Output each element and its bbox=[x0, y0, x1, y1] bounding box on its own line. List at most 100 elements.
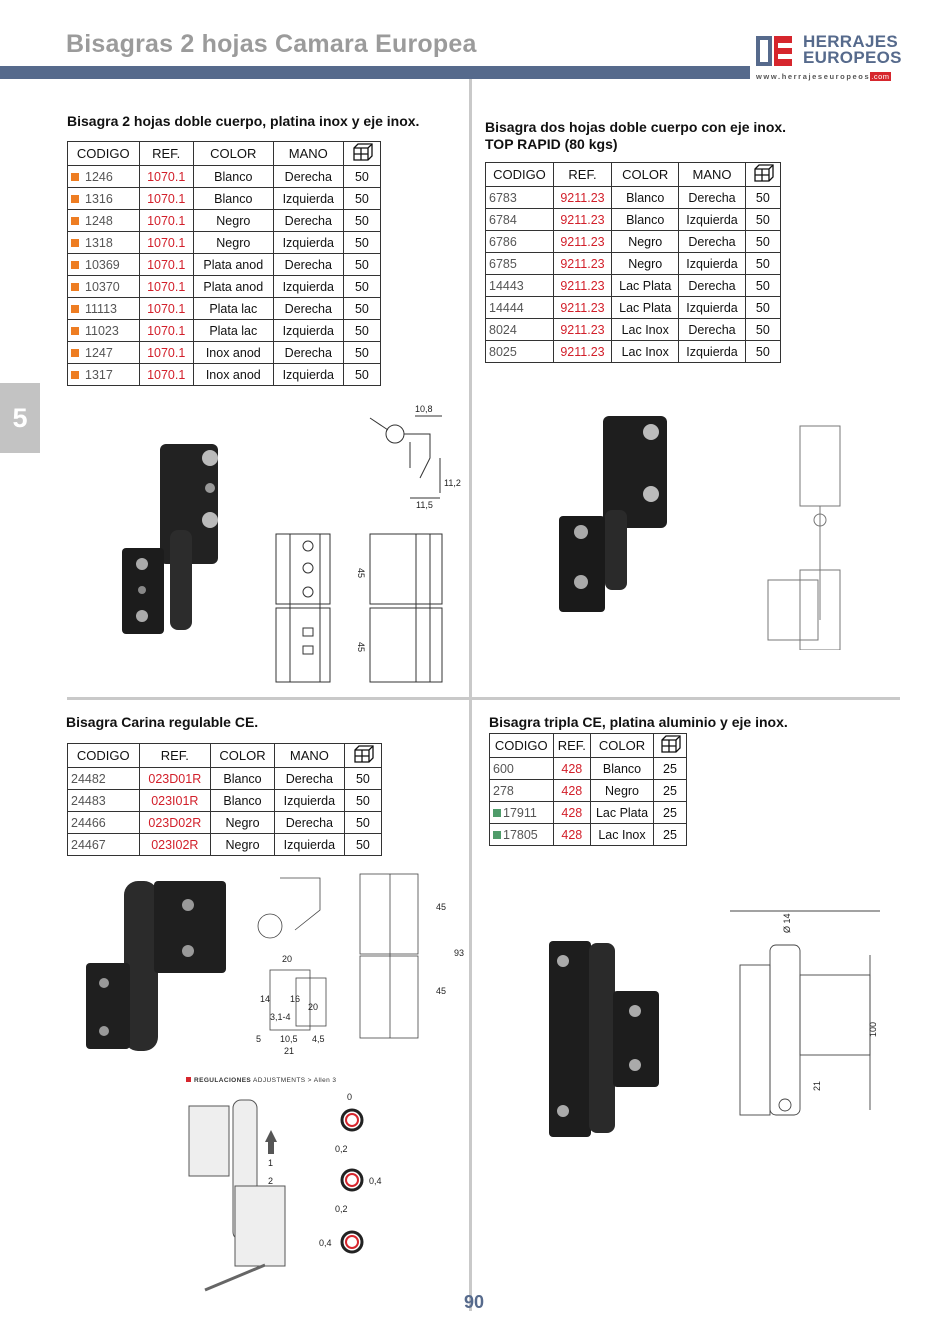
code-cell: 14443 bbox=[485, 274, 554, 297]
code-cell: 11023 bbox=[67, 319, 140, 342]
adjust-value: 0 bbox=[347, 1092, 352, 1102]
adjust-value: 0,4 bbox=[369, 1176, 382, 1186]
color-cell: Lac Plata bbox=[611, 274, 680, 297]
marker-square bbox=[493, 831, 501, 840]
code-cell: 6784 bbox=[485, 208, 554, 231]
logo-mark-icon bbox=[756, 36, 792, 66]
color-cell: Negro bbox=[611, 252, 680, 275]
hand-cell: Derecha bbox=[272, 209, 344, 232]
color-cell: Blanco bbox=[611, 208, 680, 231]
column-header: MANO bbox=[678, 162, 746, 187]
code-cell: 1316 bbox=[67, 187, 140, 210]
header-bar bbox=[0, 66, 750, 79]
adjust-value: 0,4 bbox=[319, 1238, 332, 1248]
hand-cell: Izquierda bbox=[272, 319, 344, 342]
hand-cell: Derecha bbox=[272, 341, 344, 364]
qty-cell: 50 bbox=[343, 833, 383, 856]
hand-cell: Derecha bbox=[272, 253, 344, 276]
dim-label: 45 bbox=[356, 642, 366, 652]
dim-label: 16 bbox=[290, 994, 300, 1004]
color-cell: Inox anod bbox=[192, 363, 274, 386]
color-cell: Plata anod bbox=[192, 253, 274, 276]
dim-label: 21 bbox=[284, 1046, 294, 1056]
marker-square bbox=[71, 349, 79, 358]
dim-label: Ø 14 bbox=[782, 913, 792, 933]
column-header: CODIGO bbox=[67, 141, 140, 166]
color-cell: Negro bbox=[210, 833, 275, 856]
qty-cell: 25 bbox=[652, 779, 688, 802]
marker-square bbox=[71, 305, 79, 314]
color-cell: Lac Inox bbox=[611, 340, 680, 363]
pack-quantity-header bbox=[342, 141, 382, 166]
column-header: CODIGO bbox=[489, 733, 554, 758]
package-boxes-icon bbox=[661, 735, 681, 753]
color-cell: Blanco bbox=[210, 789, 275, 812]
section-title: Bisagra dos hojas doble cuerpo con eje i… bbox=[485, 119, 787, 152]
code-cell: 24467 bbox=[67, 833, 140, 856]
row-divider bbox=[67, 697, 900, 700]
ref-cell: 023I02R bbox=[138, 833, 212, 856]
adjust-value: 0,2 bbox=[335, 1204, 348, 1214]
hinge-photo-black bbox=[122, 444, 218, 634]
code-cell: 8024 bbox=[485, 318, 554, 341]
code-cell: 6785 bbox=[485, 252, 554, 275]
qty-cell: 50 bbox=[342, 319, 382, 342]
color-cell: Blanco bbox=[210, 767, 275, 790]
ref-cell: 9211.23 bbox=[552, 274, 613, 297]
dim-label: 20 bbox=[308, 1002, 318, 1012]
qty-cell: 50 bbox=[744, 186, 782, 209]
hand-cell: Izquierda bbox=[272, 231, 344, 254]
dim-label: 20 bbox=[282, 954, 292, 964]
ref-cell: 428 bbox=[552, 823, 592, 846]
dim-label: 11,2 bbox=[444, 478, 461, 488]
section-tab[interactable]: 5 bbox=[0, 383, 40, 453]
technical-drawing-carina: 20 14 3,1-4 16 20 5 10,5 4,5 21 45 45 93 bbox=[256, 873, 464, 1056]
column-header: REF. bbox=[138, 743, 212, 768]
exploded-view-drawing bbox=[767, 425, 841, 650]
qty-cell: 50 bbox=[343, 811, 383, 834]
ref-cell: 428 bbox=[552, 757, 592, 780]
adjust-value: 0,2 bbox=[335, 1144, 348, 1154]
qty-cell: 50 bbox=[342, 253, 382, 276]
qty-cell: 50 bbox=[342, 297, 382, 320]
qty-cell: 50 bbox=[744, 208, 782, 231]
logo-line2: EUROPEOS bbox=[803, 48, 902, 67]
qty-cell: 25 bbox=[652, 757, 688, 780]
qty-cell: 50 bbox=[744, 252, 782, 275]
dim-label: 3,1-4 bbox=[270, 1012, 291, 1022]
package-boxes-icon bbox=[354, 745, 374, 763]
marker-square bbox=[71, 327, 79, 336]
code-cell: 1317 bbox=[67, 363, 140, 386]
qty-cell: 50 bbox=[342, 341, 382, 364]
dim-label: 4,5 bbox=[312, 1034, 325, 1044]
dim-label: 10,5 bbox=[280, 1034, 298, 1044]
pack-quantity-header bbox=[652, 733, 688, 758]
hand-cell: Derecha bbox=[678, 274, 746, 297]
marker-square bbox=[493, 809, 501, 818]
color-cell: Negro bbox=[192, 209, 274, 232]
code-cell: 8025 bbox=[485, 340, 554, 363]
pack-quantity-header bbox=[744, 162, 782, 187]
dim-label: 100 bbox=[868, 1022, 878, 1037]
color-cell: Negro bbox=[590, 779, 654, 802]
column-header: COLOR bbox=[210, 743, 275, 768]
hand-cell: Derecha bbox=[678, 318, 746, 341]
color-cell: Negro bbox=[192, 231, 274, 254]
code-cell: 1248 bbox=[67, 209, 140, 232]
color-cell: Negro bbox=[611, 230, 680, 253]
code-cell: 1318 bbox=[67, 231, 140, 254]
